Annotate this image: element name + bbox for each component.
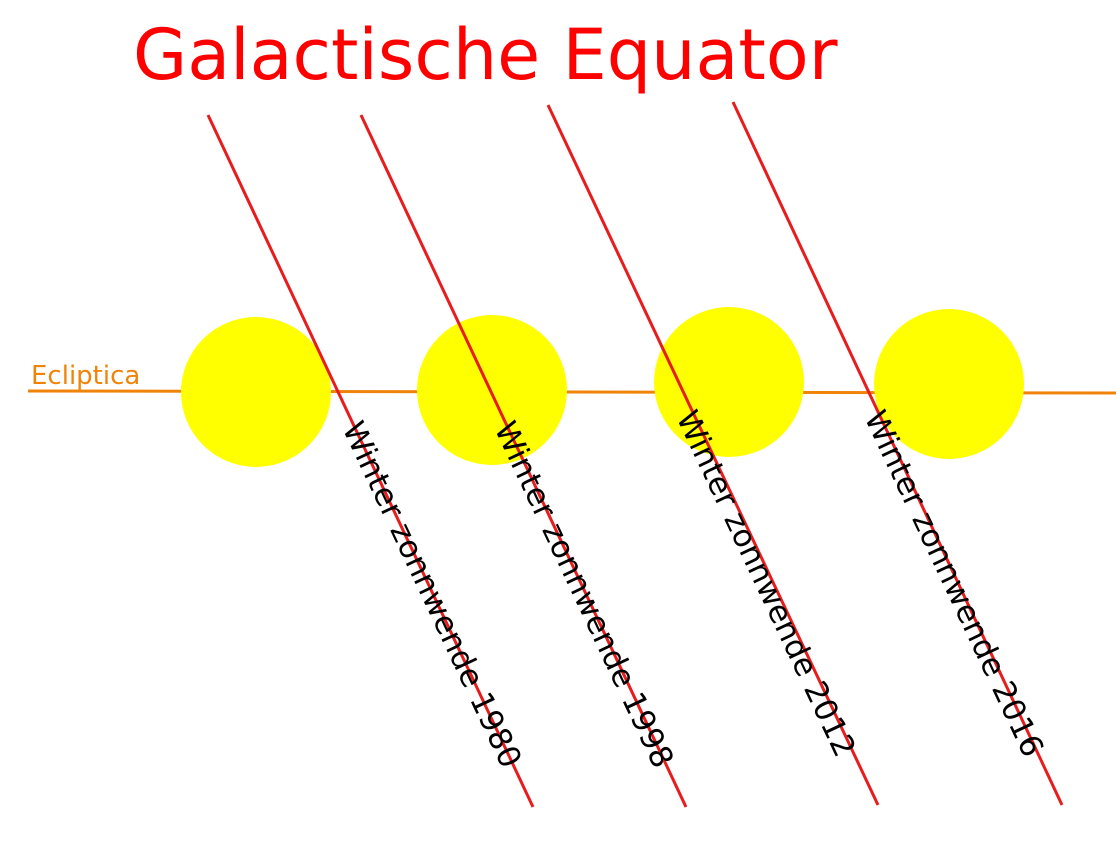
solstice-label-1980: Winter zonnwende 1980 — [335, 416, 529, 774]
equator-line-2016 — [731, 101, 1064, 806]
solstice-label-2012: Winter zonnwende 2012 — [669, 405, 863, 763]
solstice-labels: Winter zonnwende 1980 Winter zonnwende 1… — [335, 405, 1051, 774]
sun-2016 — [874, 309, 1024, 459]
sun-2012 — [654, 307, 804, 457]
sun-1980 — [181, 317, 331, 467]
equator-line-1998 — [359, 114, 688, 808]
equator-line-1980 — [206, 114, 535, 808]
ecliptic-label: Ecliptica — [31, 361, 140, 391]
diagram-title: Galactische Equator — [133, 14, 838, 96]
solstice-label-1998: Winter zonnwende 1998 — [487, 416, 681, 774]
galactic-equator-lines — [206, 101, 1064, 808]
equator-line-2012 — [546, 104, 880, 806]
sun-group — [181, 307, 1024, 467]
sun-1998 — [417, 315, 567, 465]
